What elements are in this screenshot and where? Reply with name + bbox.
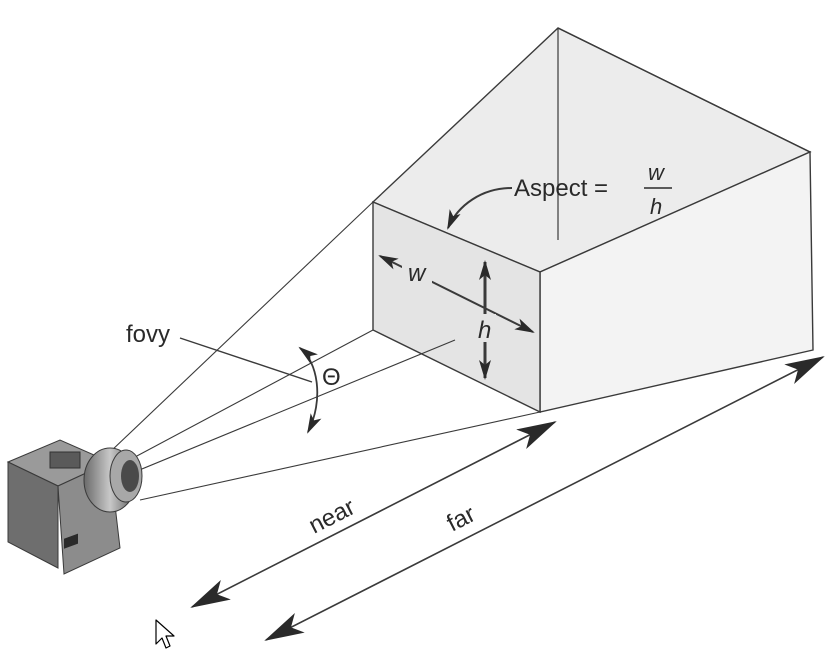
- sight-line-top: [109, 201, 374, 453]
- fovy-label: fovy: [126, 321, 170, 348]
- camera-body-front: [7, 461, 59, 569]
- frustum: [371, 27, 814, 414]
- far-label: far: [442, 501, 479, 538]
- sight-line-bottom: [139, 411, 541, 501]
- width-label-bg: [402, 258, 432, 284]
- distance-indicators: near far: [190, 356, 825, 641]
- near-label: near: [304, 493, 359, 539]
- width-label: w: [408, 260, 427, 287]
- aspect-pointer-arrow: [447, 187, 513, 230]
- height-label: h: [478, 317, 491, 344]
- height-label-bg: [476, 314, 496, 342]
- camera-lens-glass: [121, 460, 139, 492]
- far-arrow: [264, 356, 825, 641]
- aspect-annotation: Aspect = w h: [447, 160, 672, 230]
- far-plane-edge: [557, 27, 811, 153]
- theta-label: Θ: [322, 364, 341, 391]
- aspect-label: Aspect =: [514, 175, 608, 202]
- sight-line-upper: [119, 329, 374, 466]
- fovy-annotation: fovy Θ: [126, 321, 341, 434]
- camera-icon: [6, 439, 143, 575]
- sight-line-center: [119, 339, 456, 479]
- aspect-denominator: h: [650, 194, 662, 219]
- camera-button: [64, 533, 78, 549]
- aspect-numerator: w: [648, 160, 666, 185]
- fovy-leader-line: [179, 337, 313, 383]
- mouse-cursor-icon: [155, 619, 175, 649]
- width-indicator: w: [378, 255, 535, 333]
- near-arrow: [190, 421, 557, 608]
- camera-viewfinder: [49, 451, 81, 469]
